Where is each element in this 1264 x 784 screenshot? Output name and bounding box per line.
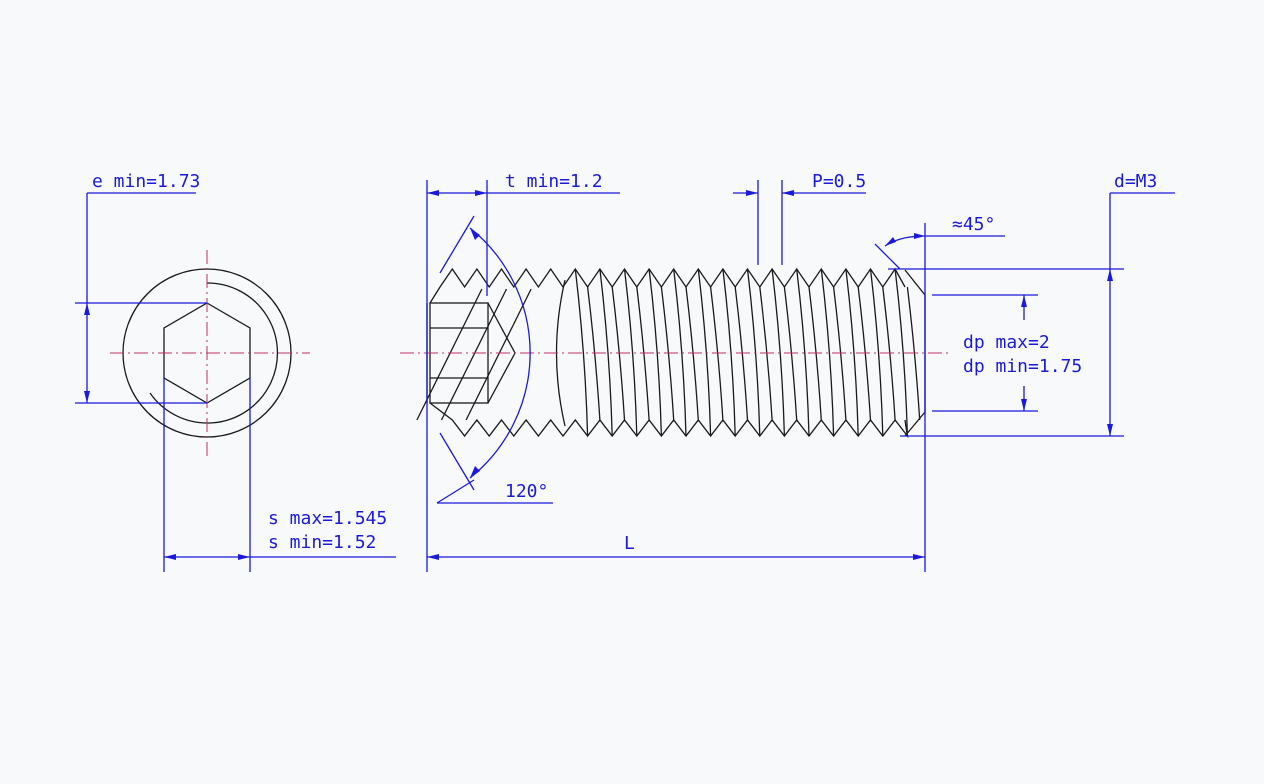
thread-crest-line	[623, 268, 638, 437]
cone-angle-label: 120°	[505, 481, 548, 502]
thread-crest-line	[574, 268, 589, 437]
section-hatch	[465, 288, 532, 421]
thread-crest-line	[869, 268, 884, 437]
side-view: t min=1.2 120° P=0.5 ≈45° d=M3	[400, 171, 1175, 572]
thread-crest-line	[845, 268, 859, 437]
thread-arc	[149, 282, 279, 424]
thread-profile-top	[429, 267, 906, 304]
end-view: e min=1.73 s max=1.545 s min=1.52	[75, 171, 396, 572]
thread-crest-line	[673, 268, 687, 437]
dp-min-label: dp min=1.75	[963, 356, 1082, 377]
thread-crest-line	[820, 268, 835, 437]
thread-crest-line	[771, 268, 786, 437]
t-min-label: t min=1.2	[505, 171, 603, 192]
thread-crest-line	[894, 268, 909, 437]
thread-crest-line	[796, 268, 810, 437]
thread-crest-line	[648, 268, 663, 437]
thread-crest-line	[599, 268, 613, 437]
thread-profile-bottom	[429, 402, 909, 439]
pitch-label: P=0.5	[812, 171, 866, 192]
chamfer-angle-label: ≈45°	[952, 214, 995, 235]
s-min-label: s min=1.52	[268, 532, 376, 553]
length-label: L	[624, 533, 635, 554]
section-hatch	[416, 288, 483, 421]
s-max-label: s max=1.545	[268, 508, 387, 529]
dp-max-label: dp max=2	[963, 332, 1050, 353]
e-min-label: e min=1.73	[92, 171, 200, 192]
section-hatch	[440, 288, 508, 421]
d-label: d=M3	[1114, 171, 1157, 192]
